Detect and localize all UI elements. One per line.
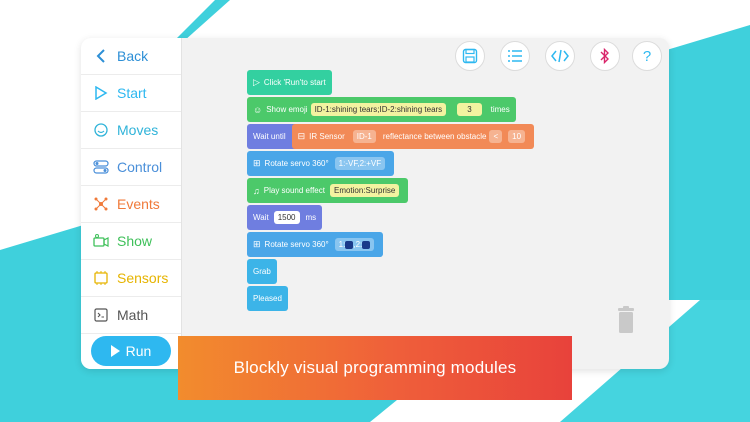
ir-id-field[interactable]: ID-1: [352, 130, 376, 143]
grab-label: Grab: [253, 267, 271, 276]
sound-value-field[interactable]: Emotion:Surprise: [329, 184, 400, 197]
list-button[interactable]: [500, 41, 530, 71]
sensor-icon: [93, 270, 109, 286]
sidebar-item-sensors[interactable]: Sensors: [81, 260, 181, 297]
rotate-servo-block-2[interactable]: ⊞ Rotate servo 360° 1: ,2:: [247, 232, 384, 257]
promo-banner: Blockly visual programming modules: [178, 336, 572, 400]
sidebar-item-moves[interactable]: Moves: [81, 112, 181, 149]
sidebar-item-control[interactable]: Control: [81, 149, 181, 186]
servo-value-field[interactable]: 1:-VF,2:+VF: [334, 157, 386, 170]
sidebar-item-show[interactable]: Show: [81, 223, 181, 260]
emoji-times-label: times: [490, 105, 510, 114]
list-icon: [508, 50, 522, 62]
show-emoji-label: Show emoji: [266, 105, 308, 114]
run-label: Run: [125, 343, 152, 359]
sidebar-item-label: Control: [117, 159, 163, 175]
wait-unit-label: ms: [305, 213, 317, 222]
color-swatch: [345, 240, 354, 249]
wait-value-field[interactable]: 1500: [273, 211, 300, 224]
servo-value-part-b: ,2:: [353, 240, 363, 249]
play-outline-icon: [93, 85, 109, 101]
bluetooth-button[interactable]: [590, 41, 620, 71]
toggle-icon: [93, 159, 109, 175]
sidebar-item-start[interactable]: Start: [81, 75, 181, 112]
servo-icon: ⊞: [253, 239, 261, 249]
code-icon: [551, 49, 569, 63]
sidebar-item-events[interactable]: Events: [81, 186, 181, 223]
pleased-label: Pleased: [253, 294, 282, 303]
play-sound-block[interactable]: ♫ Play sound effect Emotion:Surprise: [247, 178, 409, 203]
sidebar-item-label: Math: [117, 307, 149, 323]
save-icon: [462, 48, 478, 64]
sidebar-item-label: Show: [117, 233, 153, 249]
ir-sensor-label: IR Sensor: [309, 132, 345, 141]
color-swatch: [362, 240, 371, 249]
wait-until-block[interactable]: Wait until ⊟ IR Sensor ID-1 reflectance …: [247, 124, 535, 149]
back-chevron-icon: [93, 48, 109, 64]
code-button[interactable]: [545, 41, 575, 71]
save-button[interactable]: [455, 41, 485, 71]
wait-until-label: Wait until: [253, 132, 286, 141]
ir-sensor-block[interactable]: ⊟ IR Sensor ID-1 reflectance between obs…: [291, 124, 535, 149]
play-sound-label: Play sound effect: [263, 186, 325, 195]
sensor-icon: ⊟: [297, 131, 306, 141]
rotate-servo-label: Rotate servo 360°: [264, 159, 329, 168]
sidebar-item-label: Sensors: [117, 270, 169, 286]
ir-operator-field[interactable]: <: [489, 130, 503, 143]
show-emoji-block[interactable]: ☺ Show emoji ID-1:shining tears;ID-2:shi…: [247, 97, 516, 122]
camera-icon: [93, 233, 109, 249]
rotate-servo-block-1[interactable]: ⊞ Rotate servo 360° 1:-VF,2:+VF: [247, 151, 395, 176]
sidebar-item-label: Start: [117, 85, 147, 101]
emoji-value-field[interactable]: ID-1:shining tears;ID-2:shining tears: [310, 103, 447, 116]
rotate-servo-label: Rotate servo 360°: [264, 240, 329, 249]
category-sidebar: Back Start Moves Control Events: [81, 38, 182, 369]
run-button[interactable]: Run: [91, 336, 171, 366]
play-icon: [110, 345, 120, 357]
sidebar-item-math[interactable]: Math: [81, 297, 181, 334]
banner-text: Blockly visual programming modules: [233, 358, 517, 377]
grab-block[interactable]: Grab: [247, 259, 277, 284]
sidebar-item-label: Back: [117, 48, 149, 64]
smile-icon: [93, 122, 109, 138]
trash-icon[interactable]: [616, 306, 636, 334]
help-button[interactable]: ?: [632, 41, 662, 71]
network-icon: [93, 196, 109, 212]
wait-block[interactable]: Wait 1500 ms: [247, 205, 323, 230]
servo-value-part-a: 1:: [338, 240, 346, 249]
servo-value-field[interactable]: 1: ,2:: [334, 238, 375, 251]
start-block[interactable]: ▷ Click 'Run'to start: [247, 70, 332, 95]
sidebar-item-label: Moves: [117, 122, 159, 138]
ir-reflectance-label: reflectance between obstacle: [382, 132, 487, 141]
equalizer-icon: ♫: [253, 185, 260, 196]
emoji-count-field[interactable]: 3: [457, 103, 482, 116]
smile-icon: ☺: [253, 104, 263, 115]
bluetooth-icon: [600, 48, 609, 64]
sidebar-item-back[interactable]: Back: [81, 38, 181, 75]
wait-label: Wait: [253, 213, 269, 222]
app-window: Back Start Moves Control Events: [81, 38, 669, 369]
math-icon: [93, 307, 109, 323]
servo-icon: ⊞: [253, 158, 261, 168]
pleased-block[interactable]: Pleased: [247, 286, 288, 311]
ir-value-field[interactable]: 10: [508, 130, 526, 143]
start-block-label: Click 'Run'to start: [263, 78, 326, 87]
help-icon: ?: [642, 47, 652, 65]
play-outline-icon: ▷: [253, 77, 260, 87]
sidebar-item-label: Events: [117, 196, 160, 212]
